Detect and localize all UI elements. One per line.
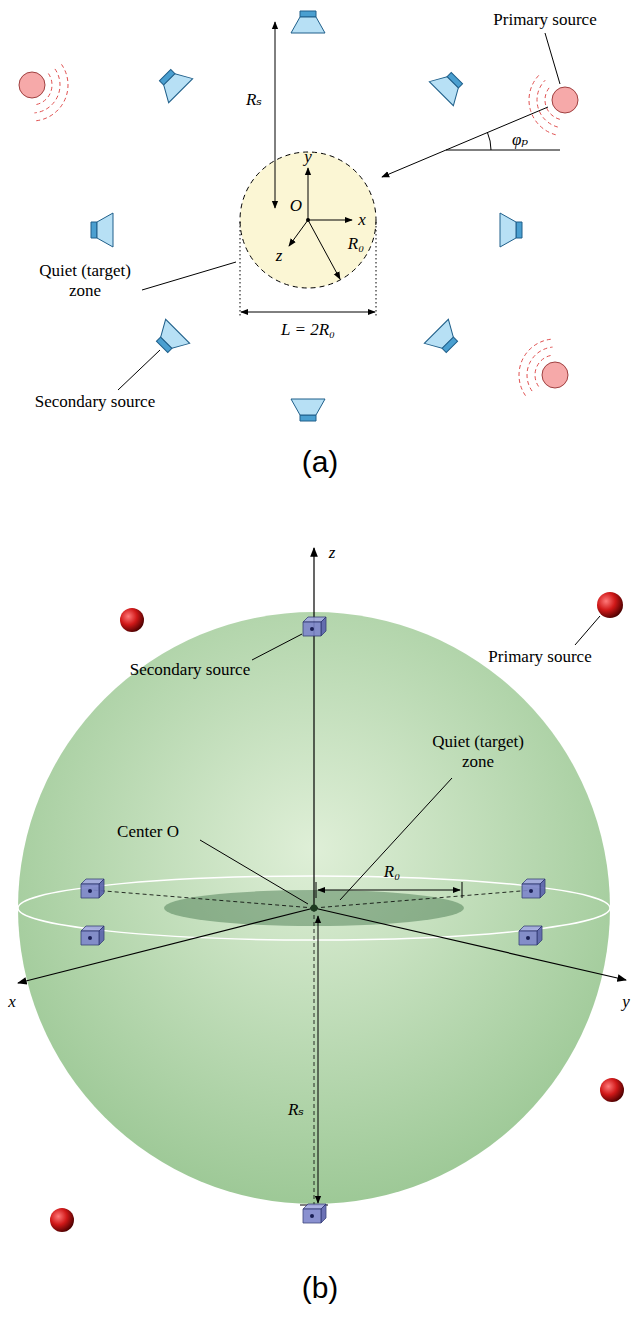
wave-front: [529, 75, 556, 135]
callout-label: Primary source: [493, 10, 596, 30]
primary-source: [50, 1208, 74, 1232]
callout-label: Center O: [117, 822, 179, 842]
axis-label: z: [329, 543, 336, 563]
radius-label: Rₛ: [288, 1100, 304, 1120]
extension-line: [240, 222, 241, 318]
leader-line: [545, 33, 560, 84]
axis-label: y: [304, 147, 312, 167]
origin-label: O: [290, 196, 302, 216]
reference-line: [446, 150, 560, 151]
radius-dimension: [318, 916, 319, 1203]
angle-label: φₚ: [512, 130, 528, 150]
guide-line: [314, 908, 315, 1205]
secondary-source: [91, 213, 113, 247]
secondary-source: [522, 879, 545, 898]
diameter-dimension: [241, 312, 375, 313]
secondary-source: [519, 926, 542, 945]
secondary-source: [303, 1204, 326, 1223]
axis-label: x: [358, 210, 366, 230]
secondary-source: [291, 11, 325, 33]
axis-label: z: [276, 246, 283, 266]
panel-b: [18, 548, 626, 1232]
axis-label: y: [622, 992, 630, 1012]
guide-line: [92, 890, 314, 908]
callout-label: Quiet (target) zone: [422, 732, 534, 771]
quiet-zone: [240, 152, 376, 288]
dimension-tick: [316, 882, 317, 898]
radius-label: Rₛ: [246, 90, 262, 110]
secondary-source: [303, 617, 326, 636]
leader-line: [575, 616, 600, 645]
secondary-source: [429, 66, 469, 106]
primary-source: [597, 592, 623, 618]
primary-source: [19, 72, 45, 98]
leader-line: [118, 350, 160, 390]
radius-dimension: [275, 22, 276, 208]
primary-source: [600, 1078, 624, 1102]
axis: [313, 548, 314, 908]
secondary-source: [291, 399, 325, 421]
radius-label: R₀: [384, 862, 400, 882]
panel-a: [19, 11, 578, 421]
secondary-source: [424, 319, 464, 359]
axis: [18, 908, 314, 983]
dimension-tick: [462, 882, 463, 898]
callout-label: Secondary source: [130, 660, 250, 680]
angle-arc: [487, 132, 491, 150]
leader-line: [142, 262, 236, 290]
primary-source: [542, 362, 568, 388]
panel-label: (b): [302, 1271, 339, 1306]
leader-line: [200, 840, 308, 904]
axis: [314, 908, 626, 980]
panel-label: (a): [302, 445, 339, 480]
callout-label: Primary source: [488, 647, 591, 667]
leader-line: [252, 634, 302, 660]
dimension-label: L = 2R₀: [281, 320, 335, 340]
radius-dimension: [318, 890, 460, 891]
axis-label: x: [8, 992, 16, 1012]
secondary-source: [81, 926, 104, 945]
wave-fronts: [34, 64, 560, 395]
radius-arrow: [308, 220, 340, 279]
secondary-source: [150, 319, 190, 359]
secondary-source: [81, 879, 104, 898]
axis: [308, 220, 352, 221]
center-dot: [311, 905, 318, 912]
axis: [308, 168, 309, 220]
axis: [289, 220, 308, 246]
primary-source: [120, 608, 144, 632]
primary-source: [552, 87, 578, 113]
secondary-source: [500, 213, 522, 247]
leader-line: [340, 778, 452, 900]
extension-line: [376, 222, 377, 318]
callout-label: Secondary source: [35, 392, 155, 412]
secondary-source: [153, 63, 193, 103]
callout-label: Quiet (target) zone: [29, 261, 141, 300]
radius-label: R₀: [348, 234, 364, 254]
incidence-arrow: [382, 107, 548, 177]
